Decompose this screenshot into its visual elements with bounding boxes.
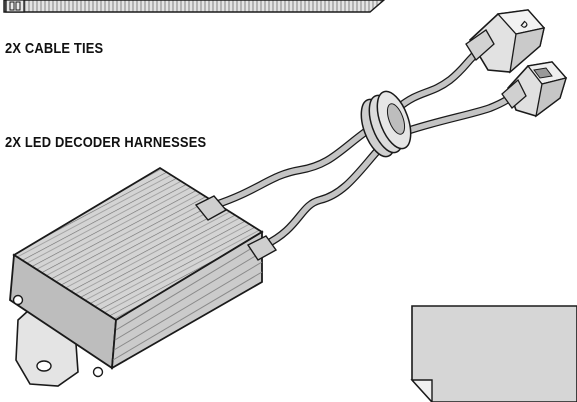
harness-wires <box>211 48 522 249</box>
svg-text:D: D <box>519 19 531 31</box>
cable-tie <box>3 0 386 13</box>
decoder-harnesses-label: 2X LED DECODER HARNESSES <box>5 134 207 151</box>
cable-ties-label: 2X CABLE TIES <box>5 40 104 57</box>
page-curl <box>410 379 433 402</box>
strain-relief-lower <box>246 235 278 261</box>
rubber-grommet <box>360 90 412 158</box>
connector-lower <box>501 61 568 118</box>
cable-tie-head <box>5 0 25 13</box>
instruction-sheet <box>410 305 577 402</box>
screw-left <box>12 294 24 306</box>
connector-upper: D <box>465 9 546 74</box>
screw-right <box>92 366 104 378</box>
strain-relief-upper <box>194 195 228 221</box>
mounting-hole <box>36 360 52 372</box>
decoder-module <box>9 166 278 387</box>
